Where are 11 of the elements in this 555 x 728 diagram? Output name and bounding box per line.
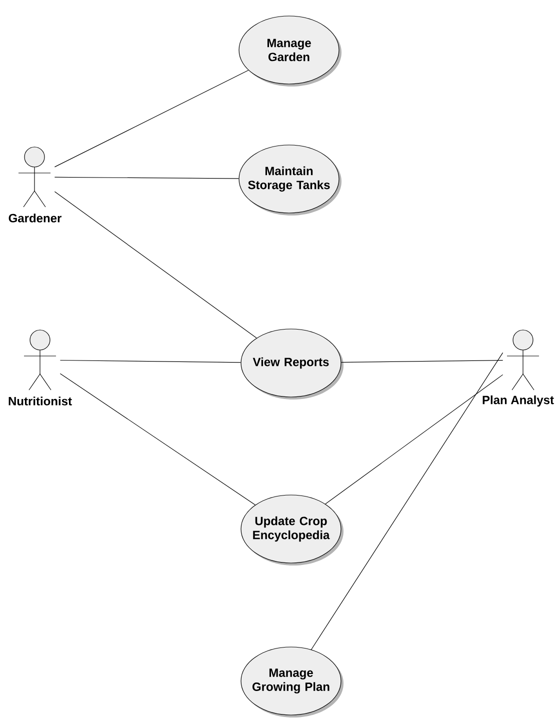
association-line — [54, 191, 257, 338]
association-line — [60, 360, 242, 363]
association-line — [325, 374, 504, 504]
association-line — [54, 176, 239, 179]
association-line — [341, 360, 504, 363]
association-line — [310, 352, 504, 650]
actor-name: Plan Analyst — [482, 395, 554, 407]
association-line — [60, 373, 256, 506]
association-line — [54, 70, 249, 168]
actor-name: Nutritionist — [8, 396, 72, 406]
actor-name: Gardener — [8, 214, 62, 222]
